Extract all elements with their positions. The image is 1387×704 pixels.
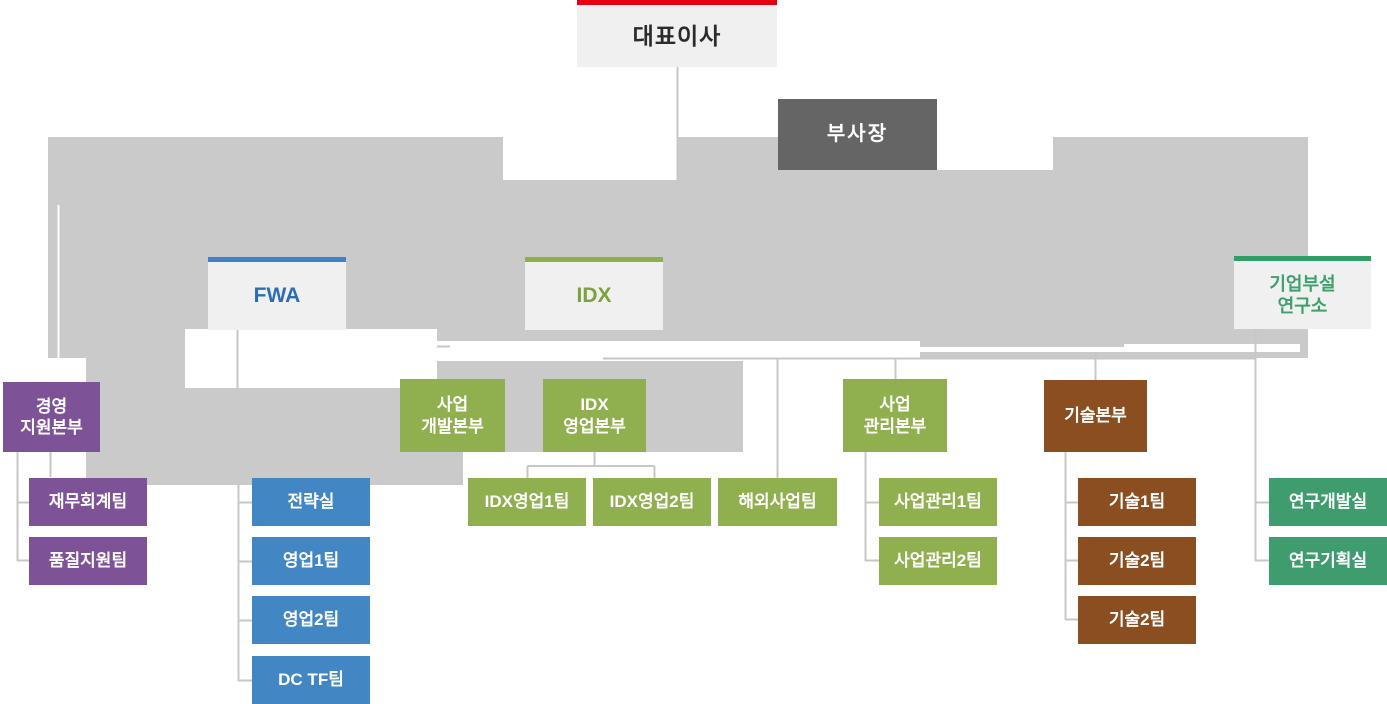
node-div-technology: 기술본부 — [1044, 380, 1147, 452]
node-team-sales1: 영업1팀 — [252, 537, 370, 585]
node-ceo: 대표이사 — [577, 0, 777, 67]
backdrop-cutout — [503, 137, 678, 180]
node-div-idx-sales: IDX 영업본부 — [543, 379, 646, 452]
backdrop-cutout — [920, 347, 1124, 352]
node-team-finance-accounting: 재무회계팀 — [29, 478, 147, 526]
node-team-sales2: 영업2팀 — [252, 596, 370, 644]
connector-fwa-branch — [236, 330, 252, 682]
node-team-idx-sales2: IDX영업2팀 — [593, 478, 711, 526]
connector-idx-sales-branch — [526, 452, 656, 478]
node-team-bizmgmt1: 사업관리1팀 — [879, 478, 997, 526]
node-div-management-support: 경영 지원본부 — [3, 382, 100, 452]
node-vice-president: 부사장 — [778, 99, 937, 170]
node-team-tech1: 기술1팀 — [1078, 478, 1196, 526]
node-team-rnd-office: 연구개발실 — [1269, 478, 1387, 526]
connector-bizmgmt-branch — [864, 452, 879, 562]
connector-lab-branch — [1254, 329, 1269, 562]
node-team-overseas-business: 해외사업팀 — [718, 478, 837, 526]
node-team-quality-support: 품질지원팀 — [29, 537, 147, 585]
node-team-bizmgmt2: 사업관리2팀 — [879, 537, 997, 585]
node-team-dc-tf: DC TF팀 — [252, 656, 370, 704]
connector-tech-branch — [1064, 452, 1078, 621]
backdrop-cutout — [937, 137, 1053, 170]
backdrop-cutout — [1124, 344, 1300, 352]
node-group-idx: IDX — [525, 257, 663, 330]
backdrop-cutout — [437, 341, 920, 361]
node-div-business-development: 사업 개발본부 — [400, 379, 505, 452]
node-team-tech2b: 기술2팀 — [1078, 596, 1196, 644]
node-team-tech2: 기술2팀 — [1078, 537, 1196, 585]
node-group-research-lab: 기업부설 연구소 — [1234, 256, 1371, 329]
backdrop-cutout — [185, 329, 437, 388]
node-team-research-planning: 연구기획실 — [1269, 537, 1387, 585]
node-div-business-management: 사업 관리본부 — [843, 379, 947, 452]
node-group-fwa: FWA — [208, 257, 346, 330]
connector-management-branch — [16, 452, 52, 562]
node-team-strategy: 전략실 — [252, 478, 370, 526]
node-team-idx-sales1: IDX영업1팀 — [468, 478, 586, 526]
